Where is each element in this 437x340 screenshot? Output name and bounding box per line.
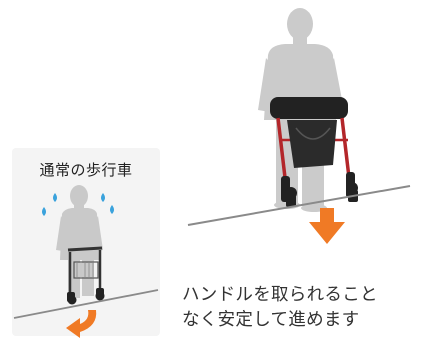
caption-line-1: ハンドルを取られること (182, 285, 378, 305)
sweat-drop-icon (42, 193, 114, 216)
walker-handle (270, 97, 348, 119)
inset-title: 通常の歩行車 (39, 161, 133, 179)
down-arrow-icon (309, 208, 345, 244)
curved-arrow-icon (66, 310, 97, 338)
inset-walker (67, 246, 105, 305)
caption: ハンドルを取られること なく安定して進めます (182, 283, 432, 333)
inset-scene (13, 185, 159, 338)
main-slope-line (187, 185, 411, 226)
inset-slope-line (13, 289, 159, 319)
main-walker (270, 97, 358, 207)
caption-line-2: なく安定して進めます (182, 310, 360, 330)
main-scene (187, 8, 411, 244)
walker-basket (287, 120, 337, 168)
